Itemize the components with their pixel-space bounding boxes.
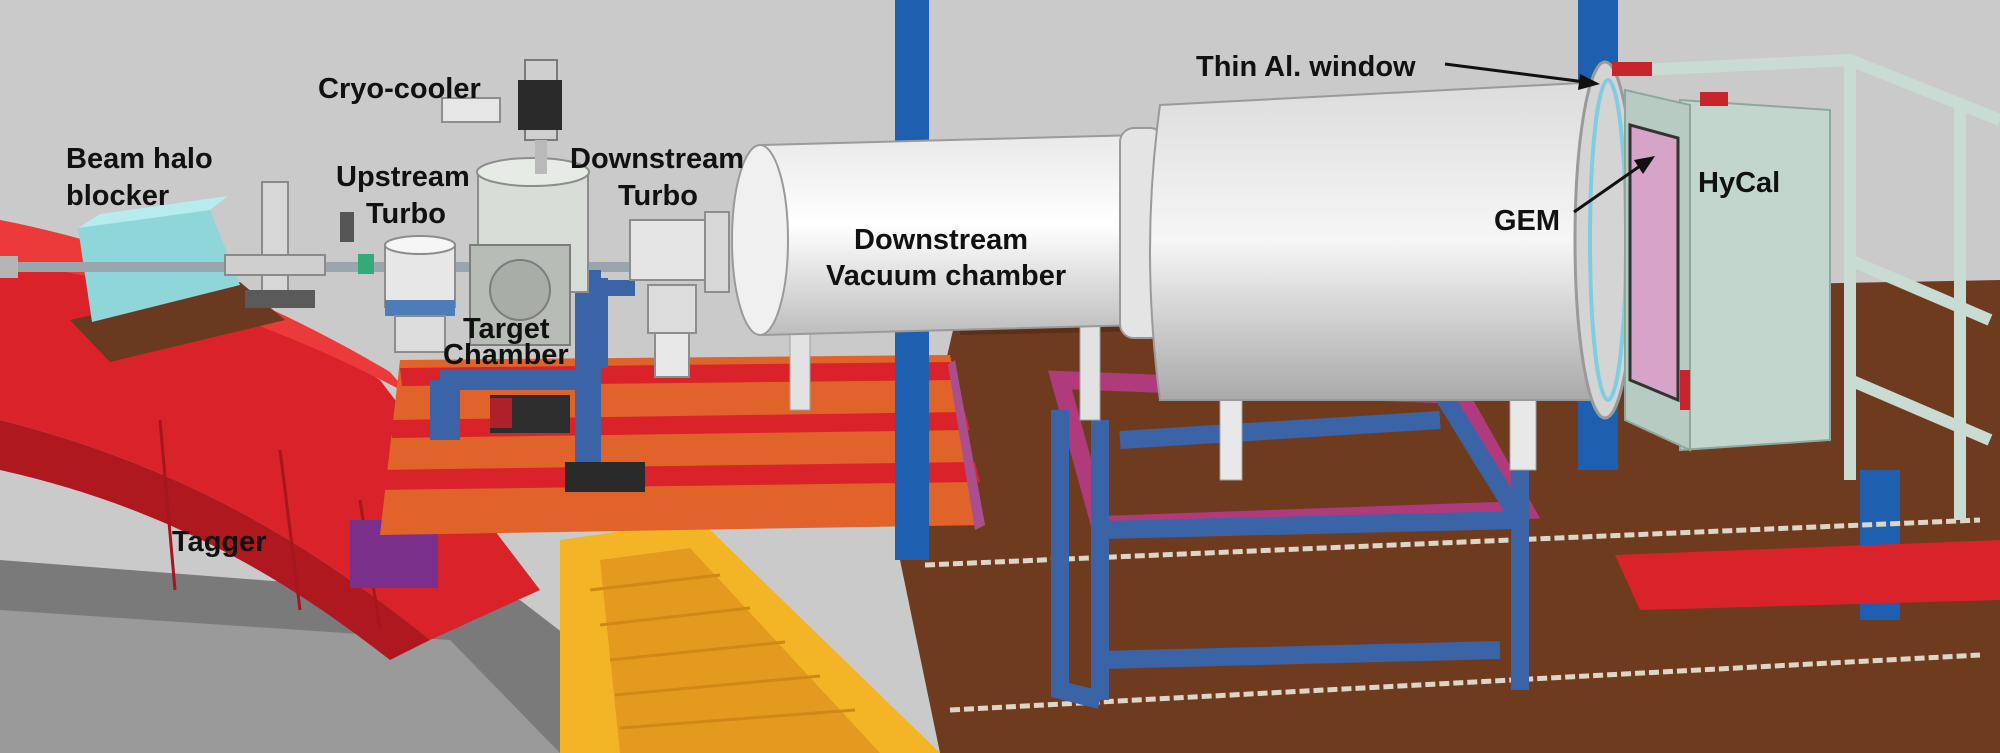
dump-beam [1615,540,2000,610]
small-gray-block [340,212,354,242]
label-upstream-2: Turbo [366,198,446,230]
gem-detector [1628,123,1680,403]
label-downstream-turbo-1: Downstream [570,143,744,175]
green-coupler [358,254,374,274]
hycal-red-tab-3 [1680,370,1690,410]
label-target-1: Target [463,313,550,345]
target-cooler-red [490,398,512,428]
downstream-turbo-body [647,284,697,334]
label-vacuum-1: Downstream [854,224,1028,256]
vacuum-chamber-large-cylinder [1149,80,1631,401]
walkway-light [0,610,560,753]
downstream-turbo-flange [704,211,730,293]
downstream-turbo-pipe [629,219,711,281]
yellow-steps-shade [600,548,880,753]
cryo-cooler-dark [518,80,562,130]
cryo-cooler-cylinder [441,97,501,123]
target-chamber-top [476,157,590,187]
plates-edge [948,360,985,530]
label-vacuum-2: Vacuum chamber [826,260,1066,292]
label-target-2: Chamber [443,339,569,371]
label-downstream-turbo-2: Turbo [618,180,698,212]
target-stand [430,270,635,470]
downstream-turbo-bottom [654,332,690,378]
label-beam-halo-2: blocker [66,180,169,212]
target-stand-foot [565,462,645,492]
support-frame [1051,385,1529,709]
label-tagger: Tagger [172,526,267,558]
hycal-support-frame [1639,53,2000,520]
halo-blocker-base [70,282,285,362]
label-upstream-1: Upstream [336,161,470,193]
label-thin-window: Thin Al. window [1196,51,1416,83]
label-gem: GEM [1494,205,1560,237]
target-chamber-port [489,259,551,321]
label-cryo-cooler: Cryo-cooler [318,73,481,105]
beam-pipe-left-flange [0,256,18,278]
step-edges [589,573,856,730]
hycal-red-tab-2 [1700,92,1728,106]
halo-blocker-top [78,196,228,228]
hycal-red-tab-1 [1612,62,1652,76]
valve-cross [224,254,326,276]
downstream-turbo-stand [590,278,608,368]
valve-base [245,290,315,308]
cryo-cooler-stem [535,140,547,174]
thin-window-arrow [1444,62,1600,90]
upstream-turbo-ring [385,300,455,316]
gem-arrow [1573,156,1655,214]
label-beam-halo-1: Beam halo [66,143,213,175]
floor-rail-2 [949,652,1981,713]
hycal-box [1679,98,1831,452]
upstream-turbo-top [384,235,456,255]
vacuum-chamber-small-cap [731,144,789,336]
tagger-shadow [0,420,430,660]
label-hycal: HyCal [1698,167,1780,199]
upstream-turbo-bottom [394,315,446,353]
vacuum-chamber-leg-2 [1079,319,1101,421]
